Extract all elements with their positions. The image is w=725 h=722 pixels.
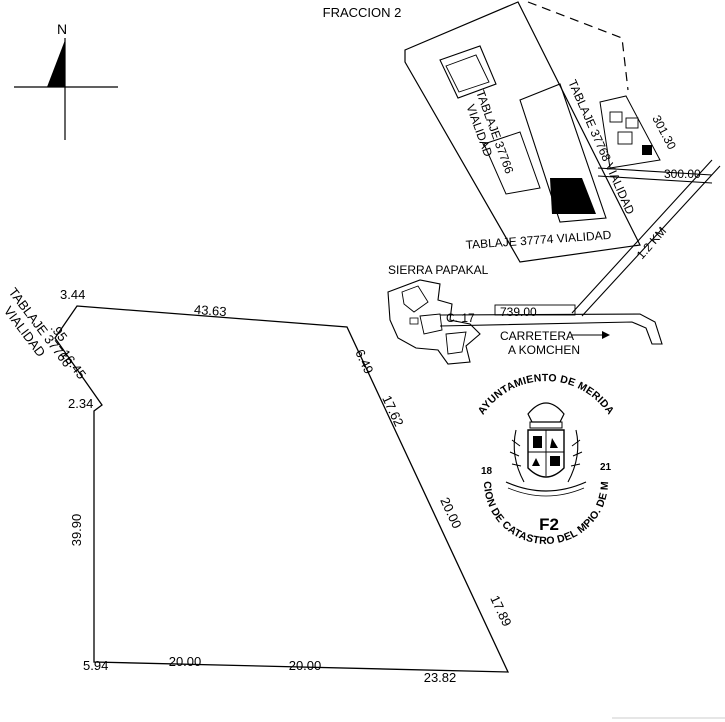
- dim-bottom-a: 5.94: [83, 658, 108, 673]
- seal-num-left: 18: [481, 466, 493, 477]
- dim-bottom-d: 23.82: [424, 670, 457, 685]
- sierra-label: SIERRA PAPAKAL: [388, 263, 489, 277]
- sierra-settlement: [387, 279, 481, 365]
- dim-bottom-c: 20.00: [289, 658, 322, 673]
- cluster-plot-3: [617, 131, 633, 145]
- cluster-outline: [599, 95, 661, 169]
- lot-boundary: [54, 305, 510, 673]
- seal-bottom-text: DIRECCION DE CATASTRO DEL MPIO. DE MERID…: [0, 0, 611, 547]
- coat-of-arms-icon: [505, 402, 587, 497]
- block-outline: [404, 1, 641, 263]
- komchen-arrow-icon: [602, 331, 610, 339]
- north-arrow: N: [14, 21, 118, 140]
- parcel-739: [494, 304, 576, 316]
- carretera-label-line2: A KOMCHEN: [508, 343, 580, 357]
- carretera-label-line1: CARRETERA: [500, 329, 574, 343]
- plot-block-c: [483, 131, 541, 195]
- dim-left: 39.90: [69, 514, 84, 547]
- north-arrow-head-icon: [47, 40, 65, 87]
- settlement-block-1: [401, 285, 429, 313]
- page-title: FRACCION 2: [323, 5, 402, 20]
- tablaje-a-label: TABLAJE 37766 VIALIDAD: [463, 88, 516, 176]
- dim-left-step: 2.34: [68, 396, 93, 411]
- plot-highlight: [550, 178, 596, 214]
- plot-block-b: [519, 83, 607, 223]
- catastro-seal: AYUNTAMIENTO DE MERIDA DIRECCION DE CATA…: [0, 0, 616, 547]
- seal-num-right: 21: [600, 462, 612, 473]
- dim-right-a: 6.49: [352, 347, 376, 376]
- seal-code: F2: [539, 515, 559, 534]
- dist-301-label: 301.30: [649, 113, 679, 152]
- cluster-plot-1: [609, 111, 623, 123]
- tablaje-c-label: TABLAJE 37774 VIALIDAD: [465, 228, 612, 252]
- plot-small-a-inner: [445, 54, 490, 93]
- road-300-edge: [597, 175, 713, 184]
- dashed-boundary: [527, 1, 629, 91]
- carretera-road: [439, 313, 663, 345]
- location-sketch: TABLAJE 37766 VIALIDAD TABLAJE 37768 VIA…: [387, 1, 721, 365]
- dim-right-d: 17.89: [487, 593, 514, 629]
- seal-top-text: AYUNTAMIENTO DE MERIDA: [476, 372, 617, 417]
- dim-right-b: 17.62: [379, 393, 406, 429]
- dim-top-left: 3.44: [60, 287, 85, 302]
- settlement-block-4: [409, 317, 419, 325]
- cluster-highlight: [642, 145, 652, 155]
- road-300: [597, 167, 713, 176]
- dim-top: 43.63: [194, 302, 228, 319]
- road-diagonal-edge: [581, 165, 721, 317]
- north-label: N: [57, 21, 67, 37]
- dist-739-label: 739.00: [500, 305, 537, 319]
- settlement-block-2: [419, 313, 443, 335]
- dim-bottom-b: 20.00: [169, 654, 202, 669]
- calle-label: C. 17: [446, 311, 475, 325]
- plot-small-a: [439, 45, 497, 99]
- dim-right-c: 20.00: [437, 495, 464, 531]
- road-diagonal: [571, 159, 713, 314]
- cluster-plot-2: [625, 117, 639, 129]
- settlement-block-3: [445, 331, 467, 355]
- dist-300-label: 300.00: [664, 167, 701, 181]
